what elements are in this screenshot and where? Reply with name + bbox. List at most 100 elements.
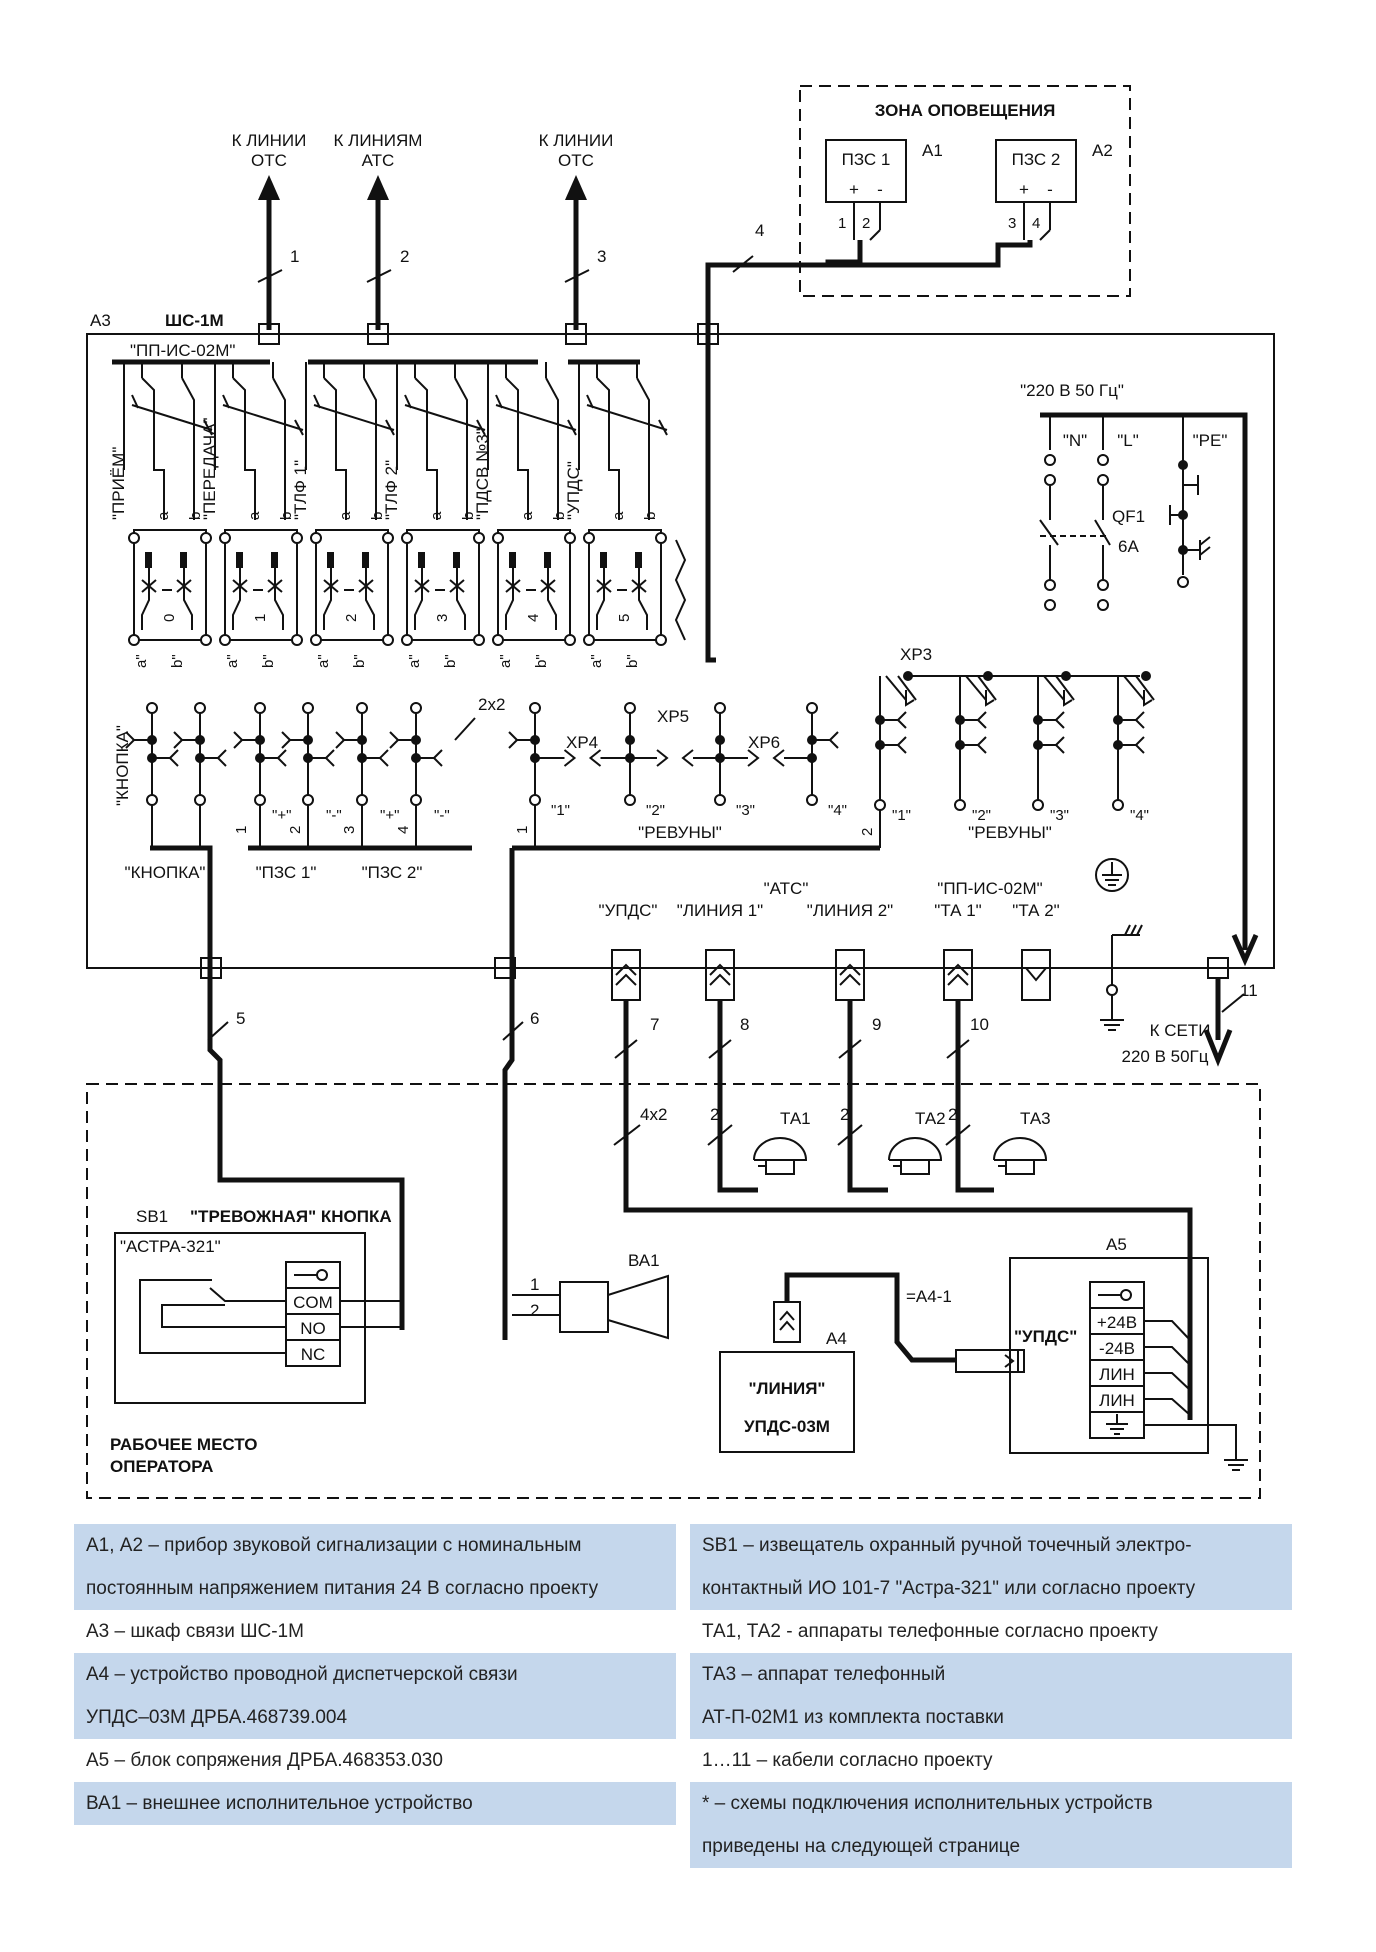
- terminal-polarity: "+": [380, 807, 399, 824]
- top-label-ots-2: К ЛИНИИ ОТС: [539, 131, 614, 170]
- operator-workstation: РАБОЧЕЕ МЕСТО ОПЕРАТОРА: [86, 1083, 1261, 1499]
- rj-jack: [611, 949, 641, 1001]
- label-b-prime: b": [533, 654, 550, 668]
- svg-text:-: -: [877, 180, 883, 199]
- svg-text:SB1: SB1: [136, 1207, 168, 1226]
- svg-text:"ПЗС 2": "ПЗС 2": [362, 863, 423, 882]
- svg-text:ХР6: ХР6: [748, 733, 780, 752]
- power-section: "220 В 50 Гц" "N" "L" "PE" QF1 6А: [1020, 381, 1259, 967]
- terminal-label: "4": [828, 802, 847, 819]
- svg-text:"ЛИНИЯ": "ЛИНИЯ": [749, 1379, 826, 1398]
- legend-row: постоянным напряжением питания 24 В согл…: [74, 1567, 676, 1610]
- channel-label: "ПРИЁМ": [109, 447, 128, 520]
- rj-jack: [1021, 949, 1051, 1001]
- svg-text:А2: А2: [1092, 141, 1113, 160]
- svg-text:=А4-1: =А4-1: [906, 1287, 952, 1306]
- connector-labels: ХР3 ХР4 ХР5 ХР6 2х2: [454, 645, 932, 752]
- label-b: b: [551, 512, 568, 520]
- telephone-icon: ТА3: [993, 1109, 1051, 1175]
- interface-unit-a5: А5 "УПДС" +24В -24В ЛИН ЛИН: [1009, 1235, 1248, 1471]
- device-a4: А4 "ЛИНИЯ" УПДС-03М =А4-1: [719, 1272, 1025, 1453]
- network-cable: 11 К СЕТИ 220 В 50Гц: [1121, 978, 1258, 1067]
- svg-text:"ПП-ИС-02М": "ПП-ИС-02М": [130, 341, 235, 360]
- legend-row: SB1 – извещатель охранный ручной точечны…: [690, 1524, 1292, 1567]
- top-line-arrows: [258, 175, 587, 330]
- legend-row: ТА3 – аппарат телефонный: [690, 1653, 1292, 1696]
- svg-text:ОТС: ОТС: [251, 151, 287, 170]
- svg-text:ПЗС 2: ПЗС 2: [1012, 150, 1061, 169]
- svg-text:COM: COM: [293, 1293, 333, 1312]
- svg-text:"ПЗС 1": "ПЗС 1": [256, 863, 317, 882]
- svg-text:2: 2: [400, 247, 409, 266]
- label-a: a: [155, 511, 172, 520]
- svg-text:11: 11: [1240, 981, 1258, 1000]
- xp3-column: "1": [874, 671, 917, 824]
- svg-text:"РЕВУНЫ": "РЕВУНЫ": [638, 823, 722, 842]
- channel-label: "УПДС": [564, 461, 583, 520]
- svg-text:5: 5: [236, 1009, 245, 1028]
- svg-text:ЛИН: ЛИН: [1099, 1365, 1135, 1384]
- module-box: [406, 529, 480, 641]
- label-b-prime: b": [169, 654, 186, 668]
- notification-zone: ЗОНА ОПОВЕЩЕНИЯ ПЗС 1 + - А1 ПЗС 2 + - А…: [799, 85, 1131, 297]
- channel-label: "ТЛФ 2": [382, 460, 401, 520]
- slot-number: 0: [161, 614, 178, 622]
- svg-text:К ЛИНИЯМ: К ЛИНИЯМ: [334, 131, 423, 150]
- telephone-label: ТА3: [1020, 1109, 1051, 1128]
- xp3-column: "3": [1032, 671, 1075, 824]
- svg-text:"N": "N": [1063, 431, 1087, 450]
- svg-text:3: 3: [1008, 215, 1016, 232]
- alarm-button-sb1: SB1 "ТРЕВОЖНАЯ" КНОПКА "АСТРА-321" COM N…: [114, 1207, 402, 1404]
- module-box: [497, 529, 571, 641]
- label-a: a: [246, 511, 263, 520]
- svg-text:"КНОПКА": "КНОПКА": [125, 863, 206, 882]
- svg-text:ОПЕРАТОРА: ОПЕРАТОРА: [110, 1457, 213, 1476]
- legend-row: А3 – шкаф связи ШС-1М: [74, 1610, 676, 1653]
- module-box: [133, 529, 207, 641]
- terminal-column: [233, 702, 287, 848]
- terminal-column: [173, 702, 227, 848]
- terminal-label: "4": [1130, 807, 1149, 824]
- legend-row: * – схемы подключения исполнительных уст…: [690, 1782, 1292, 1825]
- svg-text:3: 3: [597, 247, 606, 266]
- terminal-number: 1: [233, 826, 250, 834]
- legend-row: А4 – устройство проводной диспетчерской …: [74, 1653, 676, 1696]
- terminal-label: "2": [972, 807, 991, 824]
- terminal-polarity: "-": [434, 807, 450, 824]
- svg-text:220 В 50Гц: 220 В 50Гц: [1121, 1047, 1208, 1066]
- channel-label: "ТЛФ 1": [291, 460, 310, 520]
- telephone-label: ТА1: [780, 1109, 811, 1128]
- xp3-column: "2": [954, 671, 997, 824]
- svg-text:NC: NC: [301, 1345, 326, 1364]
- top-label-ats: К ЛИНИЯМ АТС: [334, 131, 423, 170]
- terminal-label: "1": [892, 807, 911, 824]
- terminal-number: 2: [287, 826, 304, 834]
- terminal-column: [389, 702, 443, 848]
- executive-device-ba1: ВА1 1 2: [512, 1251, 669, 1340]
- legend-row: 1…11 – кабели согласно проекту: [690, 1739, 1292, 1782]
- legend-row: приведены на следующей странице: [690, 1825, 1292, 1868]
- legend-row: А1, А2 – прибор звуковой сигнализации с …: [74, 1524, 676, 1567]
- svg-text:NO: NO: [300, 1319, 326, 1338]
- svg-text:+24В: +24В: [1097, 1313, 1137, 1332]
- svg-text:УПДС-03М: УПДС-03М: [744, 1417, 830, 1436]
- terminal-number: 3: [341, 826, 358, 834]
- svg-text:"220 В 50 Гц": "220 В 50 Гц": [1020, 381, 1124, 400]
- telephone-label: ТА2: [915, 1109, 946, 1128]
- terminal-label: "1": [551, 802, 570, 819]
- label-b-prime: b": [351, 654, 368, 668]
- bottom-labels: "КНОПКА" "ПЗС 1" "ПЗС 2" "РЕВУНЫ" "РЕВУН…: [125, 823, 1060, 920]
- rj-jack: [835, 949, 865, 1001]
- svg-text:1: 1: [290, 247, 299, 266]
- terminal-label: "2": [646, 802, 665, 819]
- label-a-prime: a": [588, 654, 605, 668]
- svg-text:4: 4: [1032, 215, 1040, 232]
- svg-text:-24В: -24В: [1099, 1339, 1135, 1358]
- terminal-column: [335, 702, 389, 848]
- terminal-label: "3": [1050, 807, 1069, 824]
- svg-text:+: +: [1019, 180, 1029, 199]
- knopka-vertical-label: "КНОПКА": [113, 725, 132, 806]
